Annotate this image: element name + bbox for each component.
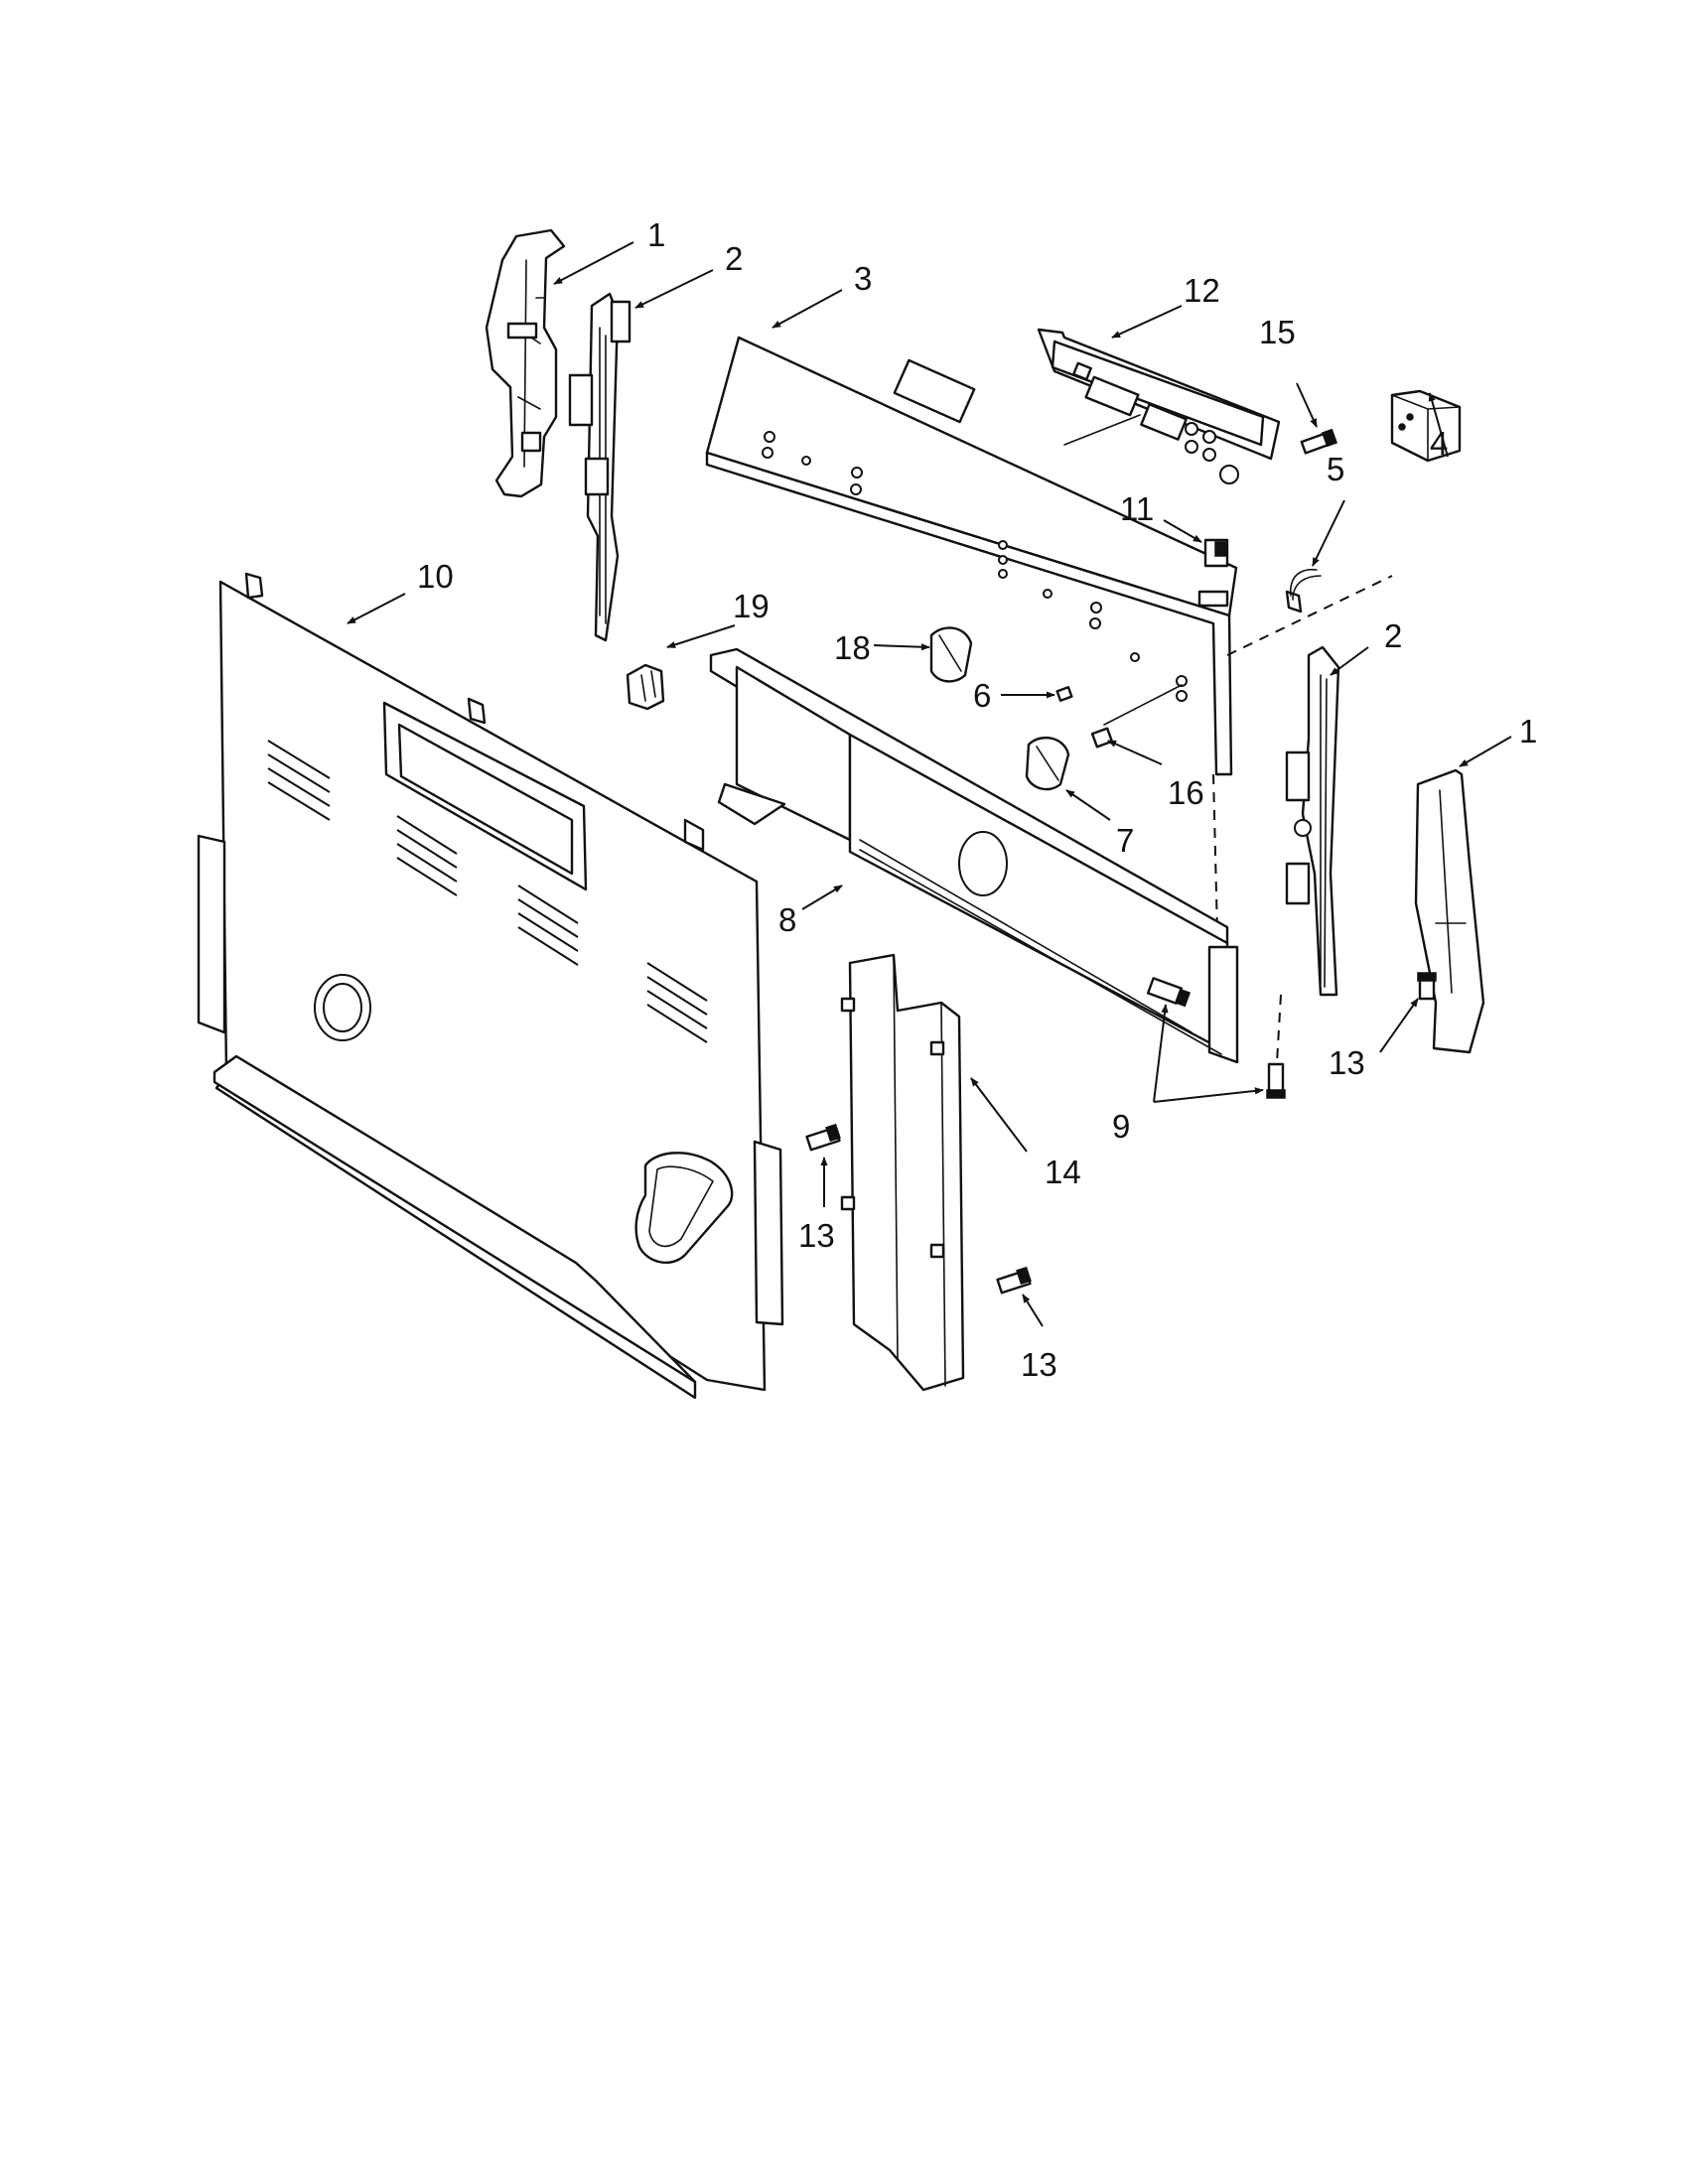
callout-4: 4: [1430, 425, 1448, 462]
manifold-panel: [709, 647, 1239, 1064]
callout-13-right: 13: [1329, 1044, 1365, 1081]
side-trim-left: [485, 228, 566, 498]
screw-15: [1300, 428, 1338, 455]
rocker-switch: [1197, 538, 1229, 608]
leader-15: [1296, 382, 1318, 428]
control-console: [705, 336, 1238, 776]
vent-slots-4: [646, 962, 708, 1043]
screw-16: [1090, 684, 1183, 749]
leader-10: [347, 593, 406, 624]
leader-3: [772, 289, 843, 329]
callout-14: 14: [1045, 1154, 1081, 1190]
leader-4: [1428, 392, 1449, 458]
callout-15: 15: [1259, 314, 1296, 350]
leader-19: [666, 624, 736, 648]
callout-10: 10: [417, 558, 454, 595]
leader-12: [1111, 305, 1183, 339]
callout-16: 16: [1168, 774, 1204, 811]
terminal-block: [1390, 389, 1462, 463]
leader-11: [1163, 519, 1202, 543]
knob-18: [929, 626, 973, 683]
vent-slots-3: [517, 885, 579, 966]
clip-19: [626, 663, 665, 711]
leader-18: [873, 643, 930, 651]
screw-13-right: [1417, 972, 1437, 1001]
callout-19: 19: [733, 588, 770, 624]
screw-9a: [1146, 977, 1192, 1008]
leader-5: [1312, 499, 1345, 567]
leader-1-top: [553, 241, 634, 285]
leader-16: [1107, 740, 1163, 765]
leader-9b: [1153, 1087, 1264, 1103]
callout-9: 9: [1112, 1108, 1130, 1145]
callout-7: 7: [1116, 822, 1134, 859]
leader-2-right: [1330, 646, 1369, 676]
leader-14: [970, 1077, 1028, 1153]
screw-6: [1055, 686, 1073, 702]
callout-6: 6: [973, 677, 991, 714]
side-bracket-left: [568, 292, 632, 642]
leader-8: [801, 885, 843, 910]
screw-13-left: [805, 1123, 841, 1152]
callout-8: 8: [778, 901, 796, 938]
callout-3: 3: [854, 260, 872, 297]
side-trim-right: [1414, 768, 1485, 1054]
clock-control: [1037, 328, 1281, 484]
side-bracket-right: [1285, 645, 1340, 997]
connector-dash-1: [1226, 575, 1393, 656]
knob-7: [1025, 736, 1070, 791]
callout-1-right: 1: [1519, 713, 1537, 750]
callout-13-left: 13: [798, 1217, 835, 1254]
leader-13-bottom: [1022, 1294, 1044, 1327]
callout-2-right: 2: [1384, 617, 1402, 654]
callout-1-top: 1: [647, 216, 665, 253]
rear-panel: [197, 572, 784, 1400]
screw-9b: [1266, 1062, 1286, 1099]
vent-slots-2: [396, 815, 458, 896]
callout-2-top: 2: [725, 240, 743, 277]
connector-dash-3: [1276, 994, 1282, 1063]
callout-13-bottom: 13: [1021, 1346, 1057, 1383]
leader-1-right: [1459, 736, 1512, 767]
wire-terminal: [1285, 568, 1322, 614]
connector-dash-2: [1212, 773, 1218, 934]
channel-14: [840, 953, 965, 1392]
vent-slots-1: [267, 740, 331, 821]
callout-5: 5: [1327, 451, 1344, 487]
screw-13-bottom: [996, 1266, 1032, 1295]
leader-9a: [1153, 1004, 1169, 1103]
leader-2-top: [634, 269, 714, 309]
callout-18: 18: [834, 629, 871, 666]
callout-12: 12: [1184, 272, 1220, 309]
leader-13-right: [1379, 998, 1419, 1053]
callout-11: 11: [1120, 490, 1154, 527]
leader-7: [1065, 789, 1111, 821]
